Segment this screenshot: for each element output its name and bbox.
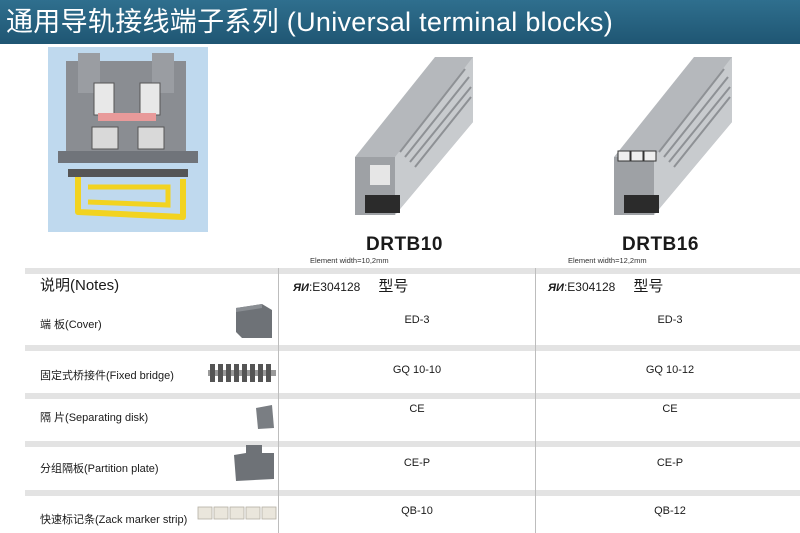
element-width-drtb16: Element width=12,2mm	[568, 256, 647, 265]
table-top-bar	[25, 268, 800, 274]
row-divider	[25, 441, 800, 447]
cover-image	[236, 304, 272, 338]
column-divider	[535, 268, 536, 533]
notes-header: 说明(Notes)	[40, 277, 120, 294]
model-name-drtb10: DRTB10	[366, 234, 443, 255]
drtb10-product-image	[355, 57, 473, 215]
fixed-bridge-image	[208, 364, 276, 382]
ul-mark-icon: ЯИ	[548, 282, 564, 294]
separating-disk-image	[256, 405, 274, 429]
element-width-drtb10: Element width=10,2mm	[310, 256, 389, 265]
marker-strip-image	[197, 506, 277, 520]
row-divider	[25, 345, 800, 351]
page-title: 通用导轨接线端子系列 (Universal terminal blocks)	[0, 0, 800, 44]
ul-mark-icon: ЯИ	[293, 282, 309, 294]
drtb16-product-image	[614, 57, 732, 215]
model-name-drtb16: DRTB16	[622, 234, 699, 255]
column-divider	[278, 268, 279, 533]
terminal-cross-section-diagram	[48, 47, 208, 232]
row-divider	[25, 393, 800, 399]
partition-plate-image	[234, 445, 274, 481]
row-divider	[25, 490, 800, 496]
